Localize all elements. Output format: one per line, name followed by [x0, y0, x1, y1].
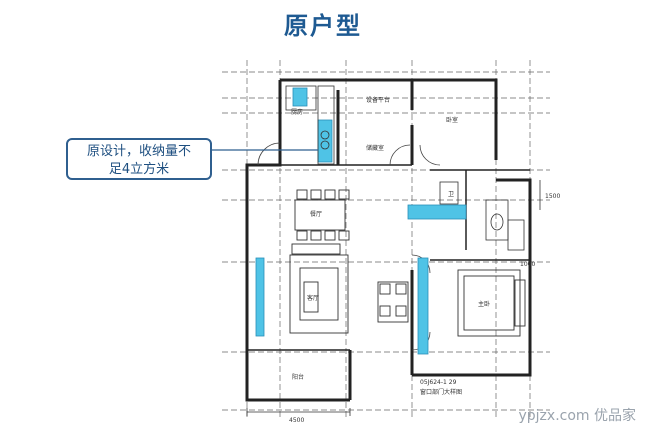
- label-kitchen: 厨房: [291, 108, 303, 116]
- label-dining: 餐厅: [310, 210, 322, 218]
- callout-box: 原设计，收纳量不 足4立方米: [66, 138, 212, 180]
- note-right-code: 1000: [520, 261, 535, 268]
- dim-right-side: 1500: [545, 193, 560, 200]
- label-balcony-bottom: 阳台: [292, 373, 304, 381]
- label-corridor: 储藏室: [366, 144, 384, 152]
- dining-table: [294, 189, 350, 241]
- round-table: [377, 281, 409, 323]
- page-title: 原户型: [284, 12, 362, 40]
- label-living: 客厅: [307, 294, 319, 302]
- room-labels: 设备平台 卧室 储藏室 餐厅 客厅 主卧 阳台 厨房 卫: [291, 96, 490, 381]
- callout-line-2: 足4立方米: [108, 162, 170, 177]
- kitchen-counters: [285, 85, 335, 165]
- label-master: 主卧: [478, 300, 490, 308]
- storage-highlights: [255, 87, 467, 355]
- master-bed: [457, 269, 526, 337]
- label-balcony-top: 设备平台: [366, 96, 390, 104]
- note-bottom-code: 05J624-1 29: [420, 379, 457, 386]
- watermark: ypjzx.com 优品家: [518, 408, 637, 424]
- dim-bottom-left: 4500: [289, 417, 304, 424]
- callout-line-1: 原设计，收纳量不: [86, 144, 191, 159]
- dimension-lines: [246, 180, 541, 416]
- dimension-labels: 4500 1500 1000 05J624-1 29 窗口部门大样图: [289, 193, 560, 424]
- living-sofa: [289, 243, 349, 334]
- label-bedroom-top: 卧室: [446, 116, 458, 124]
- note-bottom-caption: 窗口部门大样图: [420, 388, 462, 396]
- bathroom-fixtures: [439, 181, 525, 251]
- label-bath: 卫: [448, 191, 454, 198]
